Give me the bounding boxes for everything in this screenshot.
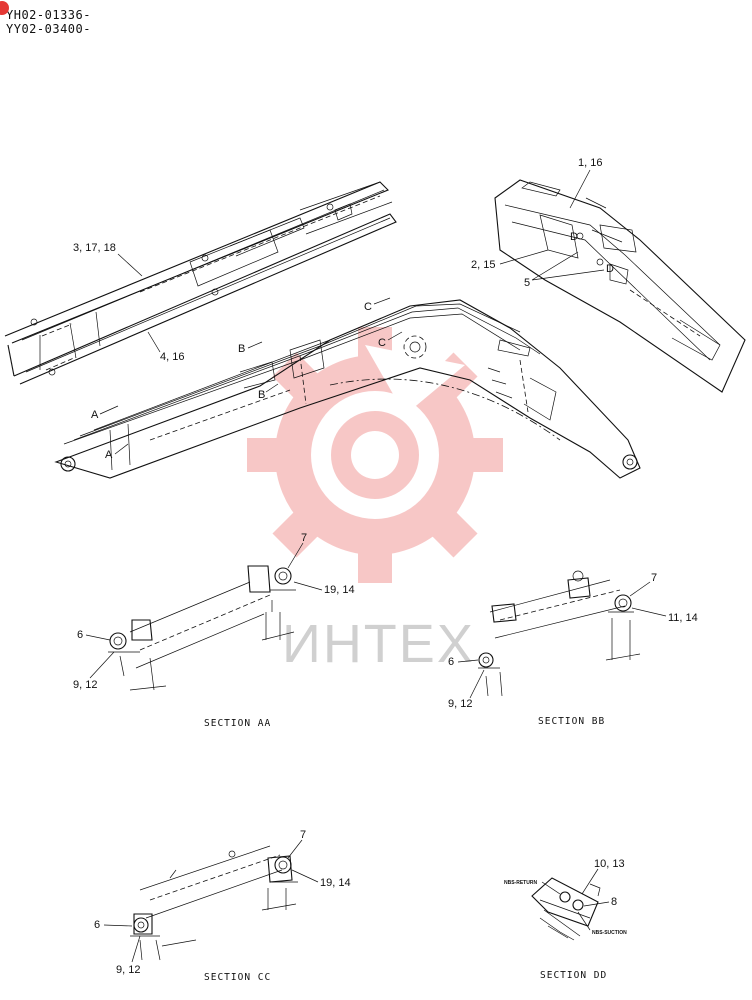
leader-line — [577, 911, 591, 931]
leader-line — [117, 253, 143, 277]
section-cc-callout-6: 6 — [94, 919, 100, 931]
leader-line — [85, 634, 111, 641]
callout-2-15: 2, 15 — [471, 259, 495, 271]
section-dd-drawing — [531, 877, 601, 941]
section-cc-callout-19-14: 19, 14 — [320, 877, 351, 889]
leader-line — [287, 542, 304, 569]
leader-line — [541, 881, 561, 895]
leader-line — [147, 331, 161, 353]
leader-line — [291, 869, 319, 883]
leader-line — [569, 169, 591, 209]
leader-line — [631, 607, 667, 617]
callout-3-17-18: 3, 17, 18 — [73, 242, 116, 254]
section-cc-callout-7: 7 — [300, 829, 306, 841]
view-marker-c2: C — [378, 337, 386, 349]
callout-5: 5 — [524, 277, 530, 289]
leader-line — [581, 868, 599, 895]
leader-line — [287, 839, 303, 859]
leader-line — [293, 581, 323, 591]
section-aa-callout-7: 7 — [301, 532, 307, 544]
corner-mark-icon — [0, 1, 9, 15]
section-bb-callout-9-12: 9, 12 — [448, 698, 472, 710]
boom-assembly-drawing — [54, 299, 641, 479]
section-bb-title: SECTION BB — [538, 716, 605, 727]
arm-assembly-drawing — [4, 181, 397, 385]
boom-foot-drawing — [494, 179, 746, 393]
section-bb-drawing — [478, 570, 641, 697]
view-marker-a1: A — [91, 409, 99, 421]
view-marker-d1: D — [570, 231, 578, 243]
leader-line — [531, 251, 605, 281]
section-bb-callout-7: 7 — [651, 572, 657, 584]
watermark-gear-logo — [247, 327, 503, 583]
section-bb-callout-6: 6 — [448, 656, 454, 668]
leader-line — [89, 651, 115, 679]
section-cc-callout-9-12: 9, 12 — [116, 964, 140, 976]
leader-line — [469, 669, 485, 699]
section-arrow — [247, 341, 263, 349]
view-marker-d2: D — [606, 263, 614, 275]
section-arrow — [265, 383, 279, 393]
callout-4-16: 4, 16 — [160, 351, 184, 363]
section-arrow — [99, 405, 119, 415]
callout-1-16: 1, 16 — [578, 157, 602, 169]
section-arrow — [373, 297, 391, 305]
section-dd-title: SECTION DD — [540, 970, 607, 981]
section-aa-callout-6: 6 — [77, 629, 83, 641]
view-marker-a2: A — [105, 449, 113, 461]
leader-line — [457, 659, 479, 663]
leader-line — [629, 581, 651, 597]
section-cc-title: SECTION CC — [204, 972, 271, 983]
serial-range-2: YY02-03400- — [6, 22, 91, 36]
section-dd-callout-10-13: 10, 13 — [594, 858, 625, 870]
leader-line — [583, 901, 610, 907]
section-arrow — [387, 331, 403, 341]
section-dd-callout-8: 8 — [611, 896, 617, 908]
leader-line — [103, 924, 133, 927]
view-marker-b1: B — [238, 343, 245, 355]
section-cc-drawing — [130, 845, 298, 961]
view-marker-b2: B — [258, 389, 265, 401]
view-marker-c1: C — [364, 301, 372, 313]
section-aa-drawing — [108, 565, 296, 691]
section-dd-nbs-return-label: NBS-RETURN — [504, 880, 537, 886]
section-aa-callout-9-12: 9, 12 — [73, 679, 97, 691]
serial-range-1: YH02-01336- — [6, 8, 91, 22]
watermark-text: ИНТЕХ — [282, 614, 475, 674]
section-aa-title: SECTION AA — [204, 718, 271, 729]
section-arrow — [114, 443, 129, 455]
section-dd-nbs-suction-label: NBS-SUCTION — [592, 930, 627, 936]
leader-line — [131, 935, 141, 963]
section-aa-callout-19-14: 19, 14 — [324, 584, 355, 596]
section-bb-callout-11-14: 11, 14 — [668, 612, 698, 624]
leader-line — [499, 249, 549, 265]
